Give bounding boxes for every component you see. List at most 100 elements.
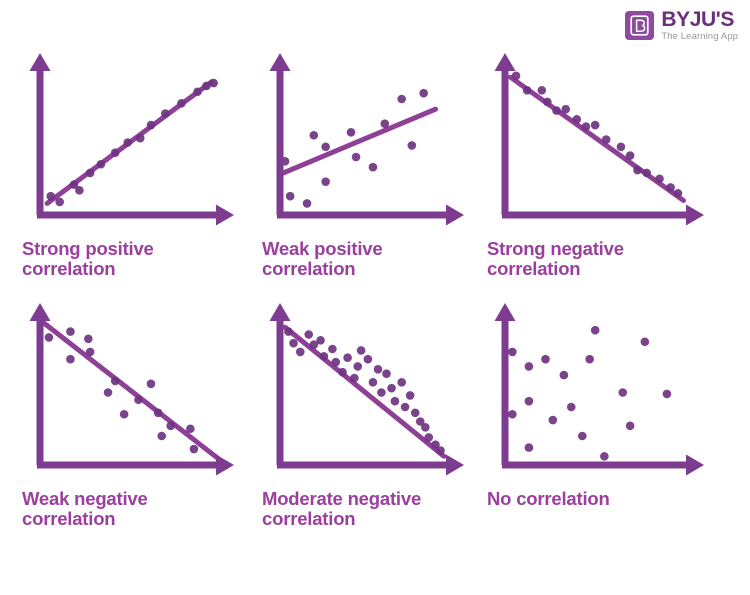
- trend-line: [280, 106, 438, 176]
- data-point: [189, 444, 199, 454]
- data-point: [559, 370, 569, 380]
- data-point: [508, 409, 517, 419]
- data-point: [368, 162, 378, 172]
- data-point: [633, 165, 642, 175]
- brand-tagline: The Learning App: [661, 31, 738, 42]
- x-axis-arrow-icon: [686, 204, 704, 226]
- data-point: [331, 357, 341, 367]
- data-point: [134, 395, 143, 405]
- data-point: [397, 378, 406, 387]
- data-point: [566, 402, 576, 412]
- trend-line: [282, 324, 447, 459]
- scatter-plot-strong-positive: [29, 53, 234, 226]
- scatter-plot-weak-positive: [269, 53, 464, 226]
- data-point: [548, 415, 558, 425]
- data-point: [351, 152, 361, 162]
- data-point: [390, 396, 400, 406]
- data-point: [284, 327, 293, 336]
- data-point: [662, 389, 672, 399]
- data-point: [522, 86, 532, 95]
- data-point: [321, 142, 330, 152]
- data-point: [193, 87, 202, 97]
- data-point: [618, 388, 628, 397]
- chart-cell-no-correlation: No correlation: [487, 302, 742, 552]
- data-point: [153, 408, 163, 418]
- data-point: [309, 340, 319, 349]
- y-axis-arrow-icon: [494, 53, 516, 71]
- data-point: [146, 120, 156, 130]
- data-point: [524, 443, 534, 452]
- data-point: [590, 120, 600, 130]
- scatter-plot-strong-negative: [494, 53, 704, 226]
- y-axis-arrow-icon: [29, 53, 51, 71]
- x-axis-arrow-icon: [446, 454, 464, 476]
- data-point: [110, 148, 120, 157]
- trend-line: [37, 317, 222, 462]
- data-point: [368, 378, 378, 387]
- data-point: [55, 197, 64, 207]
- data-point: [561, 104, 571, 114]
- data-point: [96, 159, 106, 169]
- data-point: [424, 433, 434, 442]
- data-point: [328, 344, 337, 354]
- data-point: [44, 333, 54, 342]
- data-point: [319, 351, 329, 361]
- data-point: [103, 388, 113, 397]
- data-point: [400, 402, 410, 412]
- data-point: [177, 99, 186, 108]
- y-axis-arrow-icon: [269, 53, 291, 71]
- data-point: [640, 337, 650, 347]
- data-point: [625, 421, 635, 431]
- byjus-book-icon: [625, 10, 655, 40]
- data-point: [209, 78, 218, 88]
- data-point: [508, 347, 517, 357]
- data-point: [541, 354, 550, 364]
- data-point: [397, 94, 406, 104]
- data-point: [373, 365, 383, 374]
- data-point: [146, 379, 156, 389]
- y-axis-arrow-icon: [29, 303, 51, 321]
- data-point: [123, 138, 133, 147]
- data-point: [577, 431, 587, 441]
- x-axis-arrow-icon: [686, 454, 704, 476]
- data-point: [350, 373, 359, 383]
- y-axis-arrow-icon: [494, 303, 516, 321]
- data-point: [69, 180, 79, 189]
- data-point: [321, 177, 330, 186]
- data-point: [405, 391, 415, 400]
- data-point: [642, 168, 651, 178]
- data-point: [46, 191, 56, 201]
- data-point: [338, 367, 347, 377]
- data-point: [346, 128, 356, 137]
- data-point: [302, 199, 312, 208]
- data-point: [285, 191, 295, 201]
- brand-wordmark: BYJU'S The Learning App: [661, 9, 738, 42]
- data-point: [166, 421, 175, 431]
- byjus-logo: BYJU'S The Learning App: [625, 9, 738, 42]
- data-point: [186, 424, 195, 434]
- data-point: [673, 188, 683, 198]
- data-point: [157, 431, 167, 441]
- data-point: [590, 325, 600, 335]
- scatter-plot-no-correlation: [494, 303, 704, 476]
- x-axis-arrow-icon: [216, 454, 234, 476]
- data-point: [625, 151, 635, 160]
- data-point: [537, 86, 547, 95]
- data-point: [407, 141, 417, 150]
- data-point: [161, 109, 170, 118]
- data-point: [543, 97, 552, 107]
- data-point: [119, 409, 129, 419]
- chart-label-no-correlation: No correlation: [487, 488, 610, 509]
- scatter-plot-moderate-negative: [269, 303, 464, 476]
- data-point: [380, 119, 390, 128]
